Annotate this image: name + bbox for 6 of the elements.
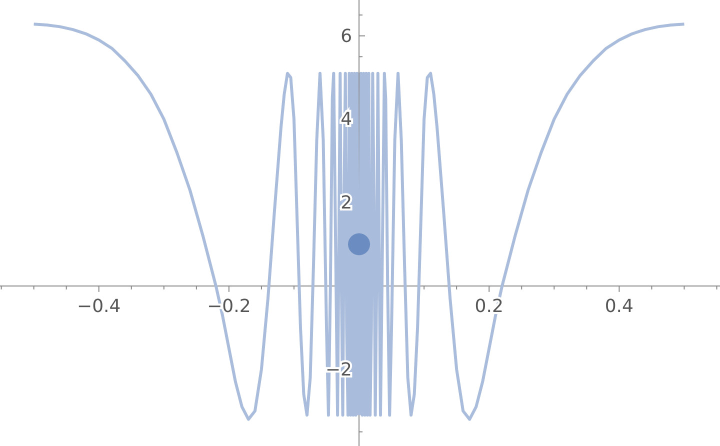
tick-label: 0.2 (474, 296, 504, 317)
tick-label: −0.2 (207, 296, 251, 317)
tick-label: 6 (340, 26, 352, 47)
tick-label: 0.4 (604, 296, 634, 317)
tick-label: −0.4 (77, 296, 121, 317)
tick-label: 2 (340, 192, 352, 214)
